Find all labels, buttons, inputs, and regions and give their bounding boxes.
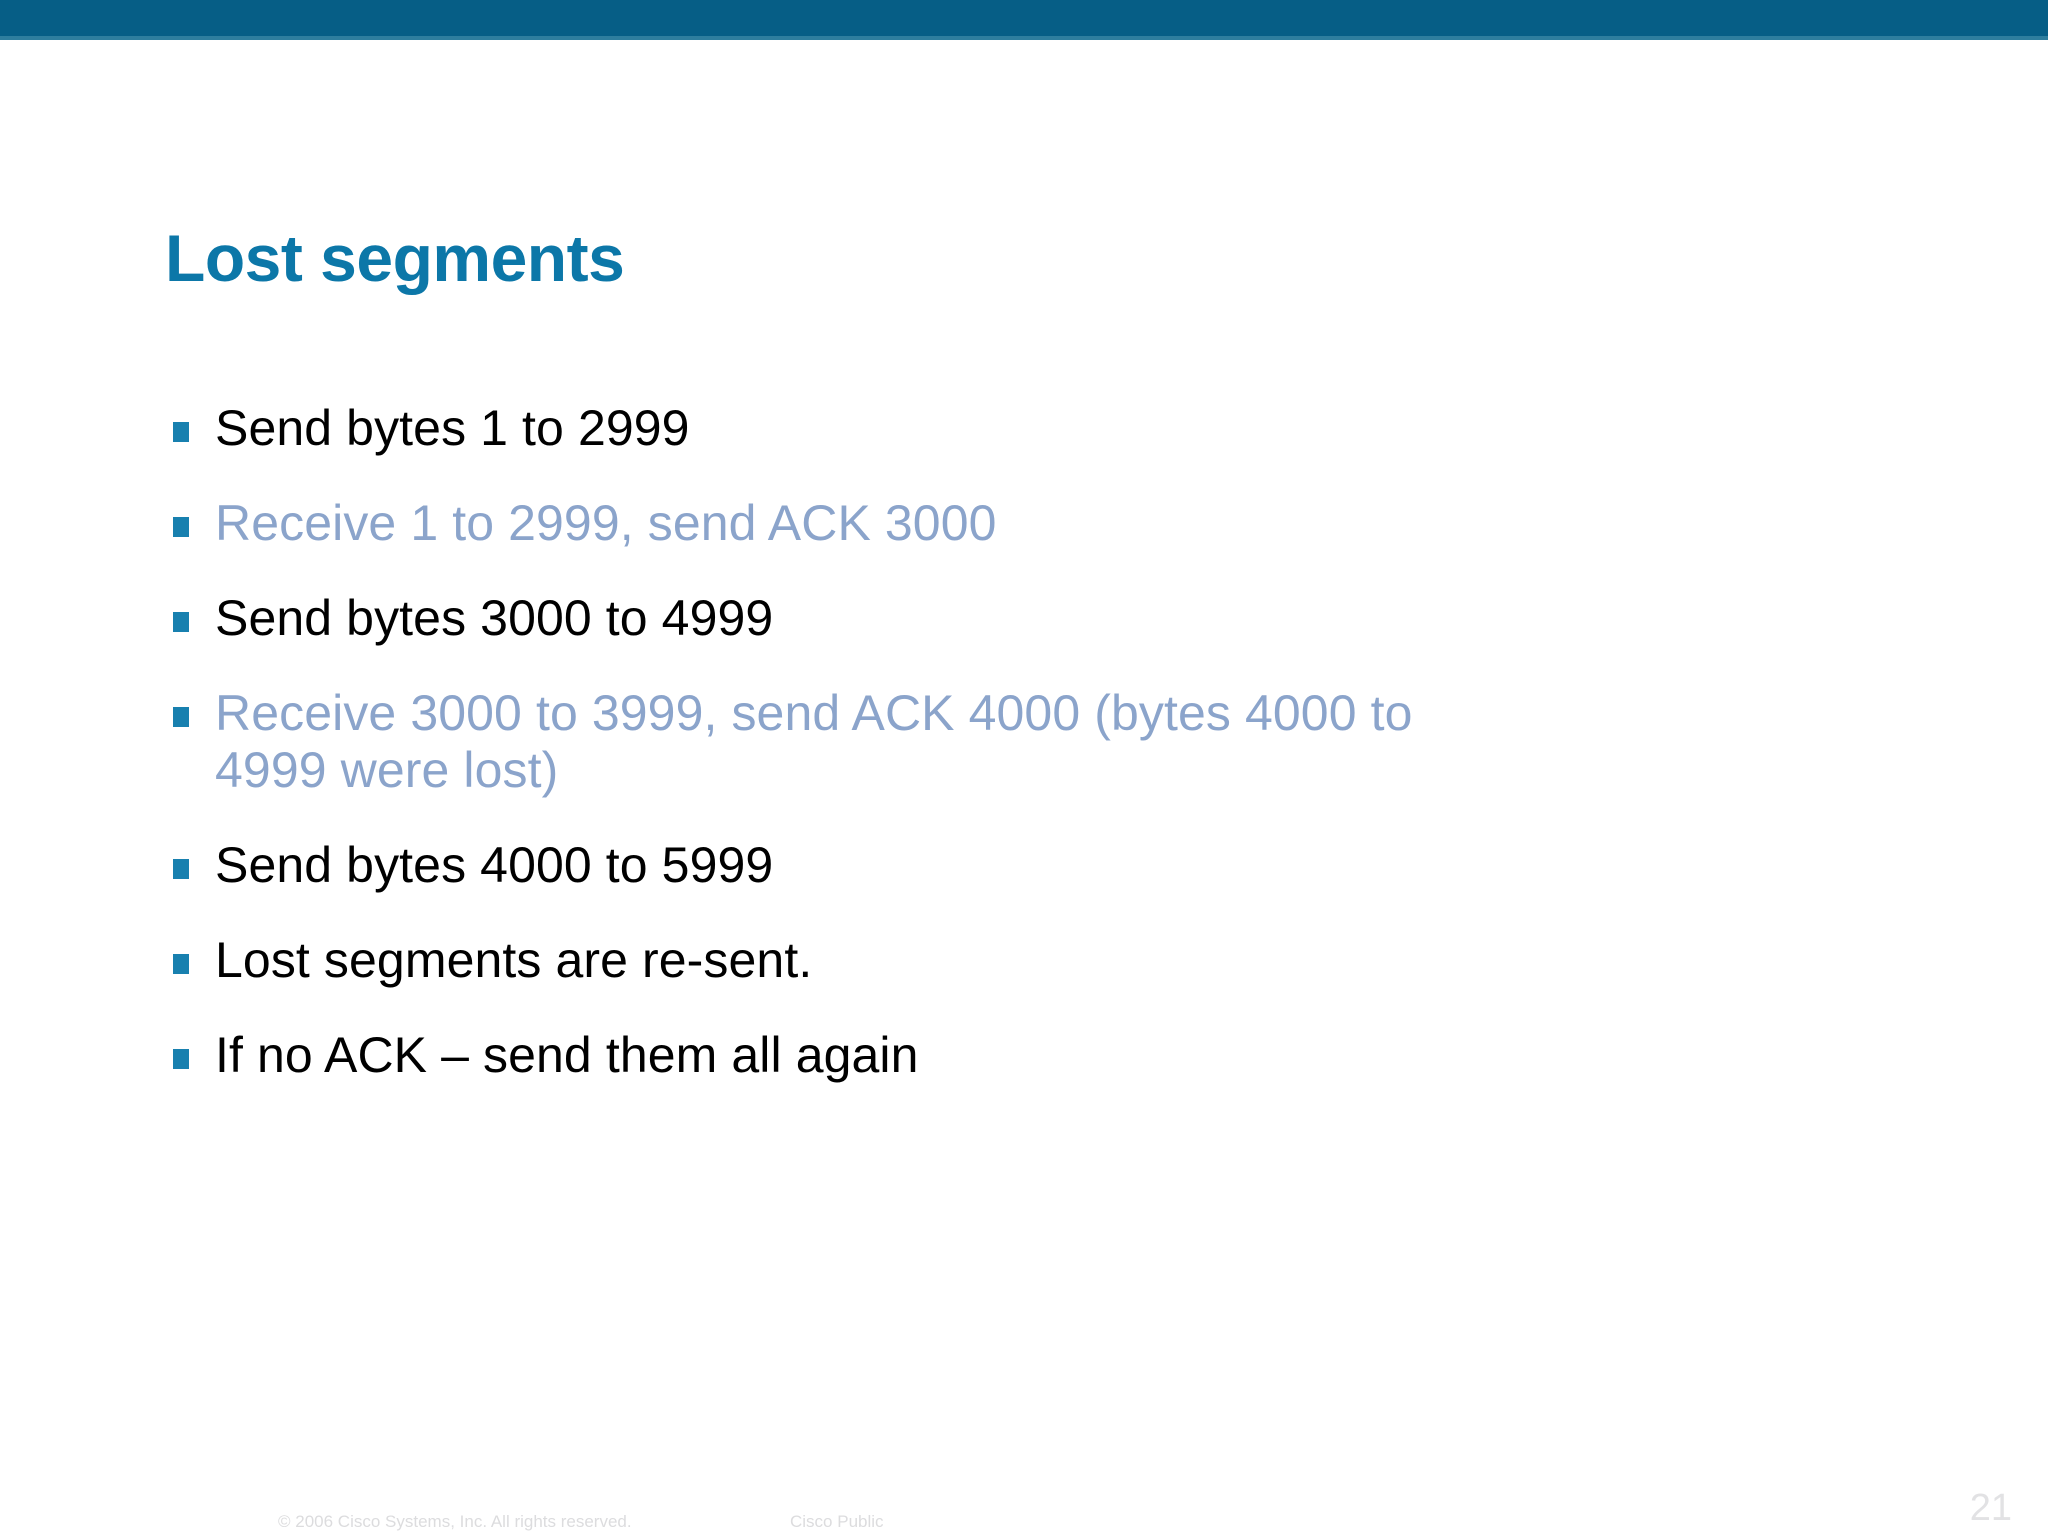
bullet-list: Send bytes 1 to 2999 Receive 1 to 2999, … [165, 400, 1865, 1084]
list-item-label: Send bytes 4000 to 5999 [215, 837, 774, 893]
square-bullet-icon [173, 517, 189, 537]
square-bullet-icon [173, 422, 189, 442]
list-item: Send bytes 1 to 2999 [165, 400, 1865, 457]
list-item-label: Receive 1 to 2999, send ACK 3000 [215, 495, 997, 551]
list-item: If no ACK – send them all again [165, 1027, 1865, 1084]
list-item: Lost segments are re-sent. [165, 932, 1865, 989]
page-title: Lost segments [165, 221, 625, 296]
footer-copyright: © 2006 Cisco Systems, Inc. All rights re… [278, 1512, 632, 1531]
header-bar [0, 0, 2048, 36]
square-bullet-icon [173, 707, 189, 727]
list-item-label: Receive 3000 to 3999, send ACK 4000 (byt… [215, 685, 1413, 798]
list-item-label: If no ACK – send them all again [215, 1027, 919, 1083]
square-bullet-icon [173, 859, 189, 879]
footer-classification: Cisco Public [790, 1512, 884, 1531]
list-item-label: Lost segments are re-sent. [215, 932, 813, 988]
list-item: Receive 1 to 2999, send ACK 3000 [165, 495, 1865, 552]
list-item: Receive 3000 to 3999, send ACK 4000 (byt… [165, 685, 1865, 799]
list-item: Send bytes 3000 to 4999 [165, 590, 1865, 647]
square-bullet-icon [173, 1049, 189, 1069]
square-bullet-icon [173, 612, 189, 632]
list-item-label: Send bytes 1 to 2999 [215, 400, 690, 456]
page-number: 21 [1969, 1487, 2012, 1529]
list-item: Send bytes 4000 to 5999 [165, 837, 1865, 894]
list-item-label: Send bytes 3000 to 4999 [215, 590, 774, 646]
square-bullet-icon [173, 954, 189, 974]
header-bar-accent [0, 36, 2048, 40]
